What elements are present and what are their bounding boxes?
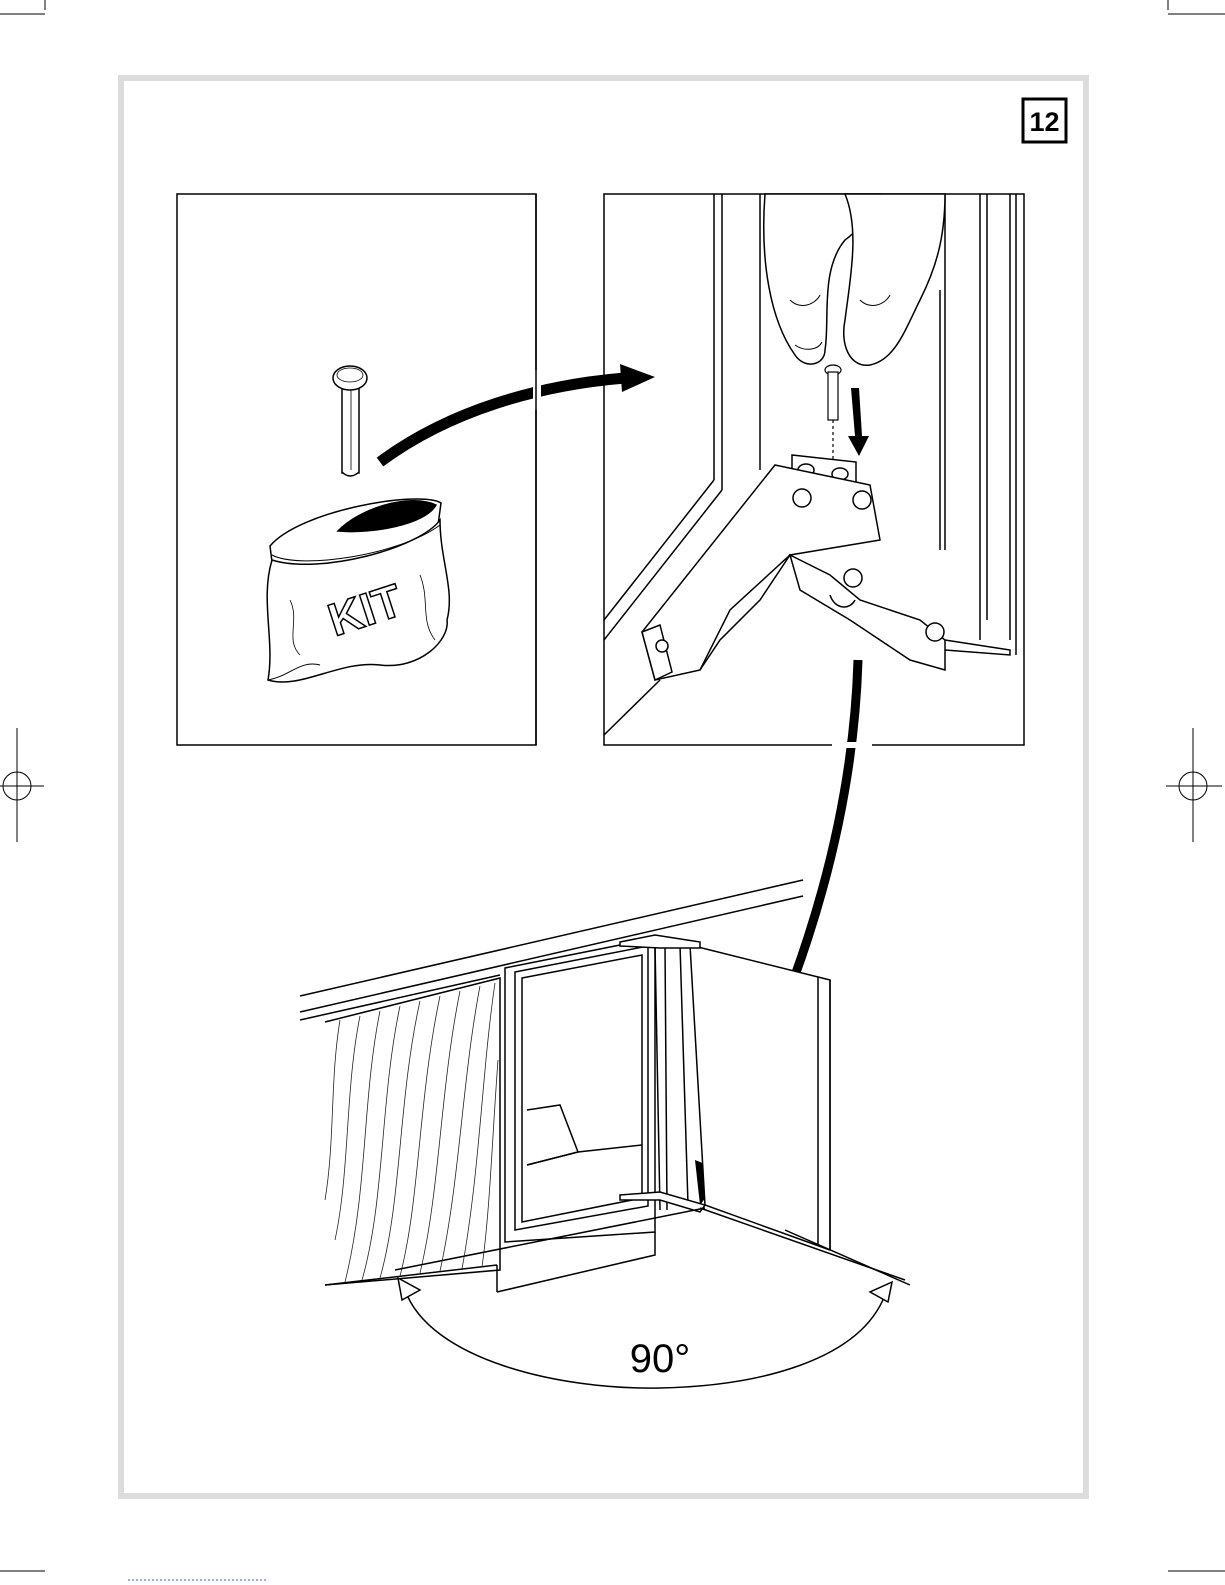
registration-crosshair-icon xyxy=(1166,728,1222,842)
cabinet xyxy=(300,880,910,1292)
angle-arrow-right xyxy=(870,1282,892,1302)
angle-arrow-left xyxy=(398,1278,420,1300)
registration-crosshair-icon xyxy=(0,728,44,842)
unit-hatching xyxy=(325,983,498,1282)
pin-icon xyxy=(825,365,841,420)
angle-label: 90° xyxy=(630,1337,691,1381)
step-number: 12 xyxy=(1029,107,1059,137)
